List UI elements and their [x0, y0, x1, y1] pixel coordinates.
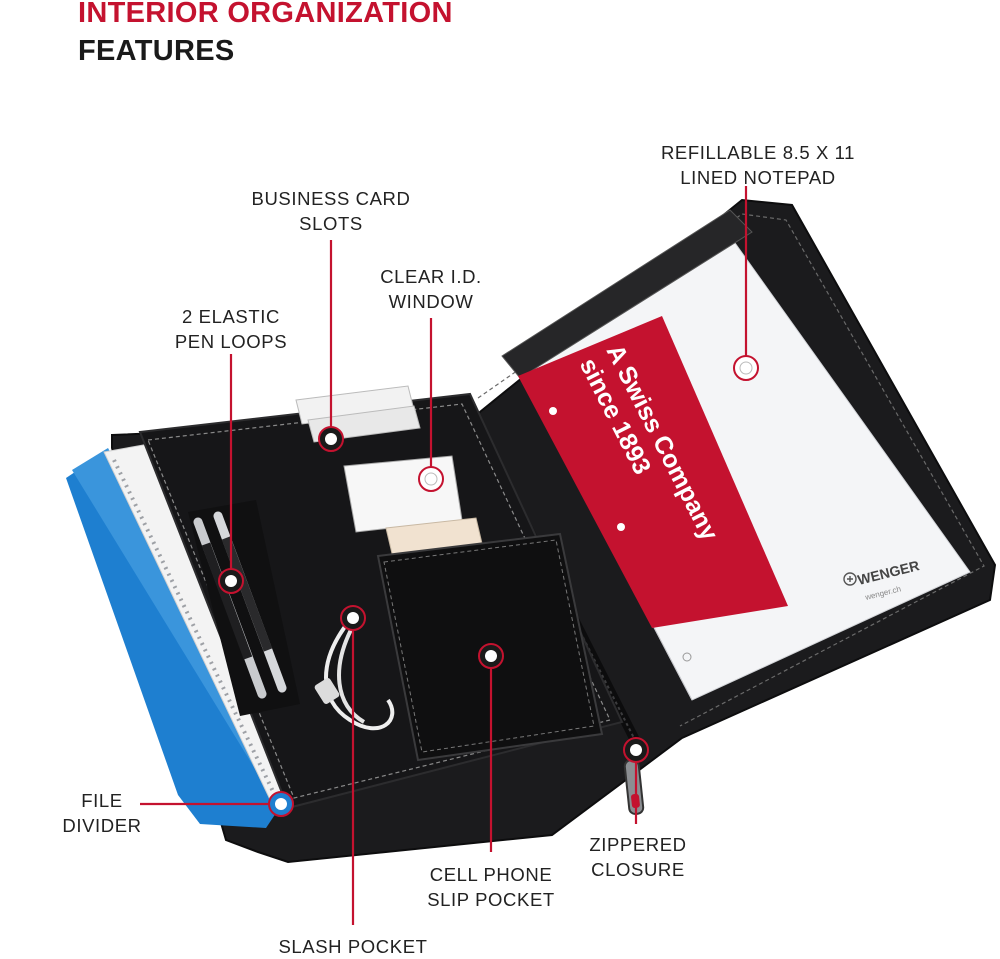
marker-cell-phone [478, 643, 504, 669]
page-heading: INTERIOR ORGANIZATION FEATURES [78, 0, 453, 70]
callout-leaders [140, 186, 748, 925]
pen-1 [193, 517, 267, 699]
pen-2 [213, 511, 287, 693]
marker-zippered [623, 737, 649, 763]
marker-business-card [318, 426, 344, 452]
marker-file-divider [268, 791, 294, 817]
zipper-pull [623, 759, 645, 815]
heading-line-2: FEATURES [78, 35, 235, 67]
callout-pen-loops: 2 ELASTIC PEN LOOPS [174, 306, 288, 352]
id-window [343, 455, 463, 533]
callout-file-divider: FILE DIVIDER [62, 790, 142, 836]
callout-zippered: ZIPPERED CLOSURE [589, 834, 687, 880]
callout-id-window: CLEAR I.D. WINDOW [380, 266, 482, 312]
callout-notepad: REFILLABLE 8.5 X 11 LINED NOTEPAD [660, 142, 856, 188]
charging-cable [314, 618, 395, 731]
marker-slash-pocket [340, 605, 366, 631]
callout-slash-pocket: SLASH POCKET [278, 936, 428, 957]
marker-id-window [418, 466, 444, 492]
callout-cell-phone: CELL PHONE SLIP POCKET [427, 864, 555, 910]
heading-line-1: INTERIOR ORGANIZATION [78, 0, 453, 29]
red-sheet [518, 316, 788, 628]
marker-notepad [733, 355, 759, 381]
callout-business-card: BUSINESS CARD SLOTS [251, 188, 411, 234]
marker-pen-loops [218, 568, 244, 594]
